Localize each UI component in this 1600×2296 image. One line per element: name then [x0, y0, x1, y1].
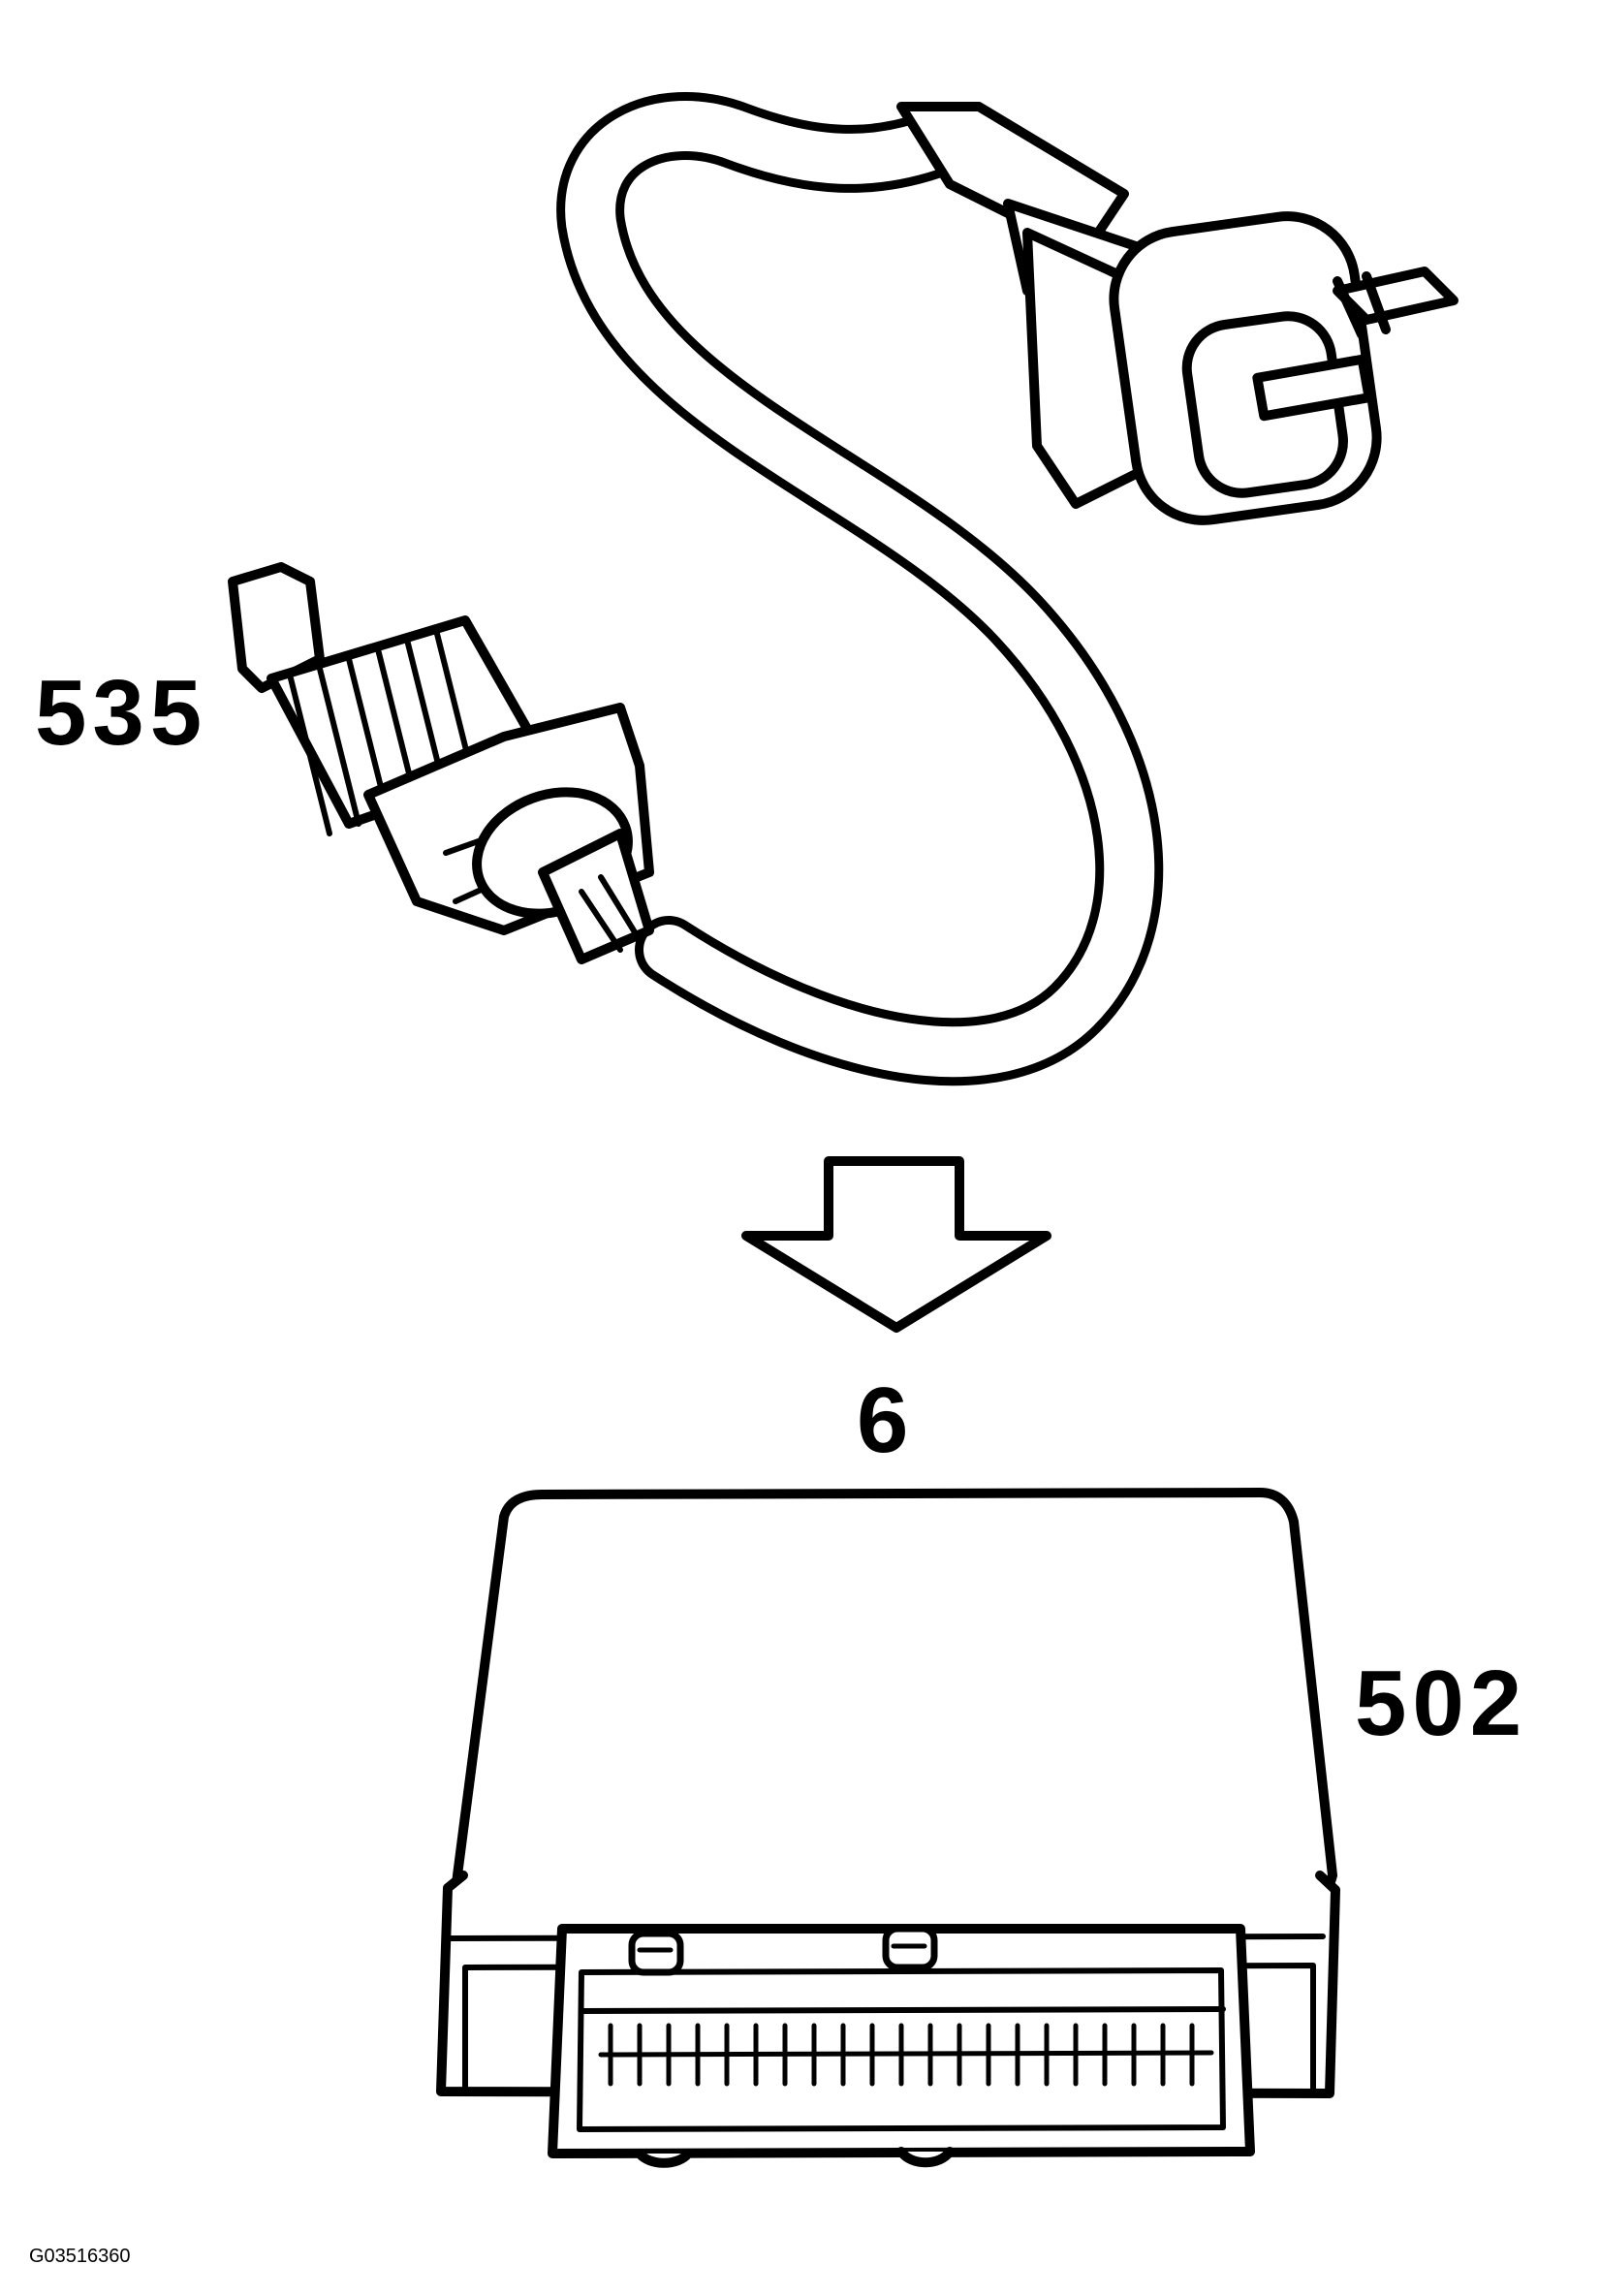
- callout-6: 6: [857, 1368, 915, 1472]
- figure-id: G03516360: [29, 2246, 131, 2267]
- control-module-502: [436, 1488, 1340, 2168]
- callout-502: 502: [1355, 1651, 1528, 1755]
- cable-harness: [556, 92, 1164, 1086]
- down-arrow: [741, 1156, 1051, 1333]
- sensor-535: [228, 562, 654, 964]
- callout-535: 535: [35, 661, 208, 765]
- harness-connector: [896, 102, 1459, 525]
